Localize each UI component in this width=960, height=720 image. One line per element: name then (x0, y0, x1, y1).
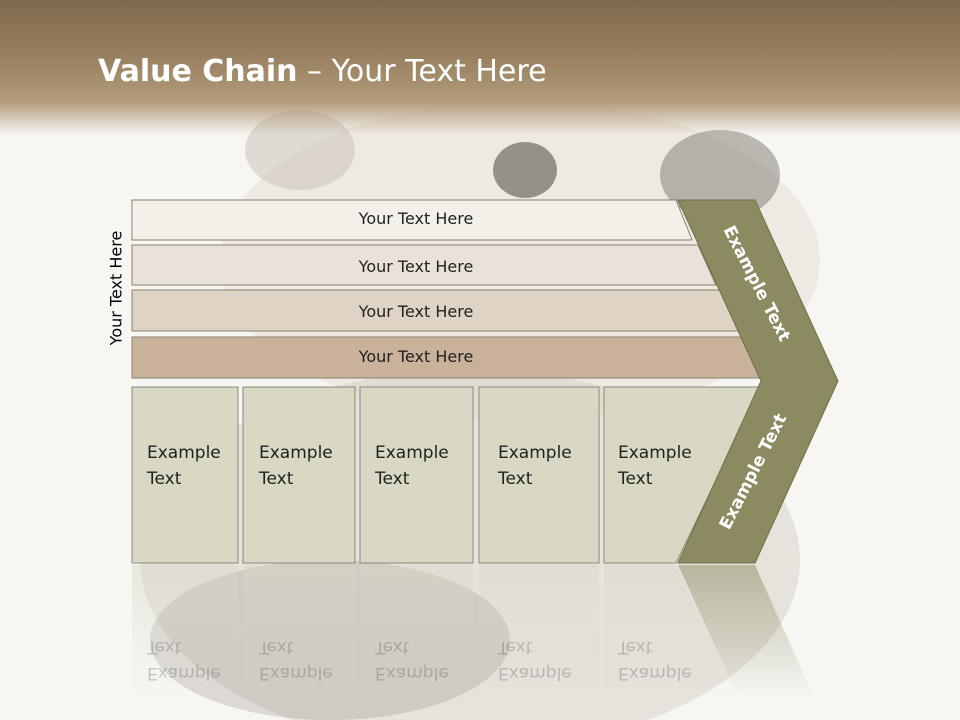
page-title: Value Chain – Your Text Here (98, 54, 547, 89)
row-2 (131, 244, 717, 286)
box-4 (478, 386, 600, 564)
box-3 (359, 386, 474, 564)
box-2-text: Example Text (259, 443, 333, 489)
row-1 (131, 199, 693, 241)
reflection (132, 565, 815, 700)
row-3-text: Your Text Here (358, 302, 474, 321)
chevron-arrow (677, 199, 839, 564)
box-1 (131, 386, 239, 564)
row-2-text: Your Text Here (358, 257, 474, 276)
box-3-text: Example Text (375, 443, 449, 489)
box-2 (242, 386, 356, 564)
box-1-reflection-text: Example Text (147, 637, 221, 683)
box-2-reflection-text: Example Text (259, 637, 333, 683)
row-1-text: Your Text Here (358, 209, 474, 228)
box-4-reflection-text: Example Text (498, 637, 572, 683)
box-1-text: Example Text (147, 443, 221, 489)
box-5 (603, 386, 762, 564)
row-4-text: Your Text Here (358, 347, 474, 366)
box-5-reflection-text: Example Text (618, 637, 692, 683)
box-4-text: Example Text (498, 443, 572, 489)
title-bold: Value Chain (98, 54, 298, 89)
header-band (0, 0, 960, 135)
box-5-text: Example Text (618, 443, 692, 489)
box-3-reflection-text: Example Text (375, 637, 449, 683)
title-rest: – Your Text Here (297, 54, 547, 89)
